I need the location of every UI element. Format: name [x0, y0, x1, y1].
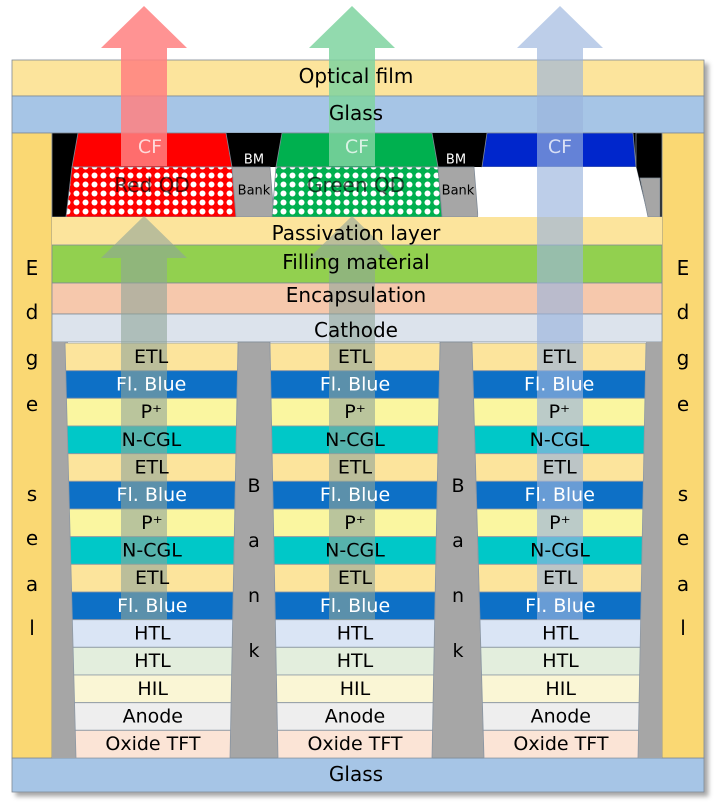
oled-layer-col3-row15 [482, 729, 639, 759]
oled-layer-label: Fl. Blue [117, 484, 187, 506]
oled-layer-label: ETL [134, 346, 169, 368]
oled-layer-label: Fl. Blue [524, 374, 594, 396]
oled-layer-label: P⁺ [344, 401, 366, 423]
red-qd-label: Red QD [114, 173, 190, 197]
oled-layer-label: ETL [338, 567, 373, 589]
edge-seal-letter-right: E [677, 256, 690, 280]
optical-film-label: Optical film [299, 64, 414, 88]
passivation-label: Passivation layer [272, 221, 442, 245]
bm-label-right: BM [446, 153, 466, 168]
edge-seal-right [661, 132, 705, 759]
oled-layer-label: Oxide TFT [513, 733, 608, 755]
oled-layer-label: P⁺ [141, 512, 163, 534]
oled-layer-label: Fl. Blue [320, 374, 390, 396]
red-light-arrow [101, 6, 187, 166]
bank-pillar-letter-left: n [248, 585, 260, 607]
edge-seal-letter-left: e [26, 392, 38, 416]
blue-excitation-arrow-left [101, 216, 187, 620]
edge-seal-letter-left: g [26, 346, 39, 370]
oled-layer-label: P⁺ [344, 512, 366, 534]
oled-layer-label: Anode [531, 706, 591, 728]
oled-layer-label: ETL [542, 457, 577, 479]
oled-layer-label: N-CGL [530, 429, 590, 451]
edge-seal-left [11, 132, 53, 759]
edge-seal-letter-left: s [27, 482, 37, 506]
edge-seal-letter-right: a [677, 572, 689, 596]
small-bank-label-right: Bank [442, 184, 475, 199]
oled-layer-label: N-CGL [325, 540, 385, 562]
oled-layer-label: HTL [337, 623, 374, 645]
green-light-arrow [309, 6, 395, 166]
oled-layer-label: ETL [542, 346, 577, 368]
oled-layer-label: N-CGL [122, 540, 182, 562]
oled-layer-label: HTL [134, 623, 171, 645]
blue-excitation-arrow-center [309, 216, 395, 620]
edge-seal-letter-right: l [680, 616, 686, 640]
oled-layer-col2-row15 [277, 729, 433, 759]
oled-layer-label: P⁺ [549, 512, 571, 534]
bank-pillar-letter-right: B [451, 475, 464, 497]
oled-layer-label: P⁺ [141, 401, 163, 423]
cf-red-label: CF [138, 136, 162, 158]
oled-layer-label: HTL [134, 650, 171, 672]
oled-layer-label: Fl. Blue [320, 595, 390, 617]
oled-layer-label: Fl. Blue [117, 595, 187, 617]
bank-pillar-letter-right: a [452, 530, 464, 552]
oled-layer-label: ETL [135, 567, 170, 589]
edge-seal-letter-left: E [26, 256, 39, 280]
edge-seal-letter-right: s [678, 482, 688, 506]
edge-seal-letter-left: d [26, 300, 39, 324]
cf-blue-label: CF [548, 136, 572, 158]
oled-layer-col1-row15 [74, 729, 231, 759]
oled-layer-label: N-CGL [530, 540, 590, 562]
oled-layer-label: HIL [340, 678, 371, 700]
oled-layer-label: HTL [337, 650, 374, 672]
edge-seal-letter-right: e [677, 392, 689, 416]
bank-pillar-letter-left: B [247, 475, 260, 497]
cathode-label: Cathode [314, 318, 398, 342]
oled-layer-label: Anode [325, 706, 385, 728]
edge-seal-letter-right: e [677, 526, 689, 550]
oled-layer-label: Anode [123, 706, 183, 728]
bank-pillar-letter-right: n [452, 585, 464, 607]
small-bank-label-left: Bank [238, 184, 271, 199]
oled-layer-label: N-CGL [122, 429, 182, 451]
oled-layer-label: Oxide TFT [307, 733, 402, 755]
edge-seal-letter-right: d [677, 300, 690, 324]
edge-seal-letter-left: a [26, 572, 38, 596]
edge-seal-letter-left: l [29, 616, 35, 640]
top-glass-label: Glass [329, 101, 383, 125]
oled-layer-label: Fl. Blue [116, 374, 186, 396]
blue-light-arrow [517, 6, 603, 620]
oled-layer-label: Oxide TFT [105, 733, 200, 755]
bank-pillar-letter-left: k [248, 640, 259, 662]
oled-layer-label: ETL [543, 567, 578, 589]
cf-green-label: CF [345, 136, 369, 158]
filling-material-label: Filling material [282, 250, 429, 274]
oled-layer-label: Fl. Blue [525, 484, 595, 506]
edge-seal-letter-left: e [26, 526, 38, 550]
oled-layer-label: Fl. Blue [320, 484, 390, 506]
oled-layer-label: HIL [545, 678, 576, 700]
oled-layer-label: ETL [338, 457, 373, 479]
encapsulation-label: Encapsulation [286, 283, 426, 307]
oled-layer-label: ETL [338, 346, 373, 368]
oled-layer-label: HTL [542, 650, 579, 672]
bank-pillar-letter-left: a [248, 530, 260, 552]
edge-seal-letter-right: g [677, 346, 690, 370]
oled-layer-label: N-CGL [325, 429, 385, 451]
bm-label-left: BM [244, 153, 264, 168]
oled-layer-label: Fl. Blue [525, 595, 595, 617]
green-qd-label: Green QD [307, 173, 405, 197]
bottom-glass-label: Glass [329, 762, 383, 786]
bank-pillar-letter-right: k [452, 640, 463, 662]
oled-layer-label: HIL [137, 678, 168, 700]
oled-layer-label: HTL [542, 623, 579, 645]
oled-layer-label: P⁺ [549, 401, 571, 423]
oled-layer-label: ETL [134, 457, 169, 479]
